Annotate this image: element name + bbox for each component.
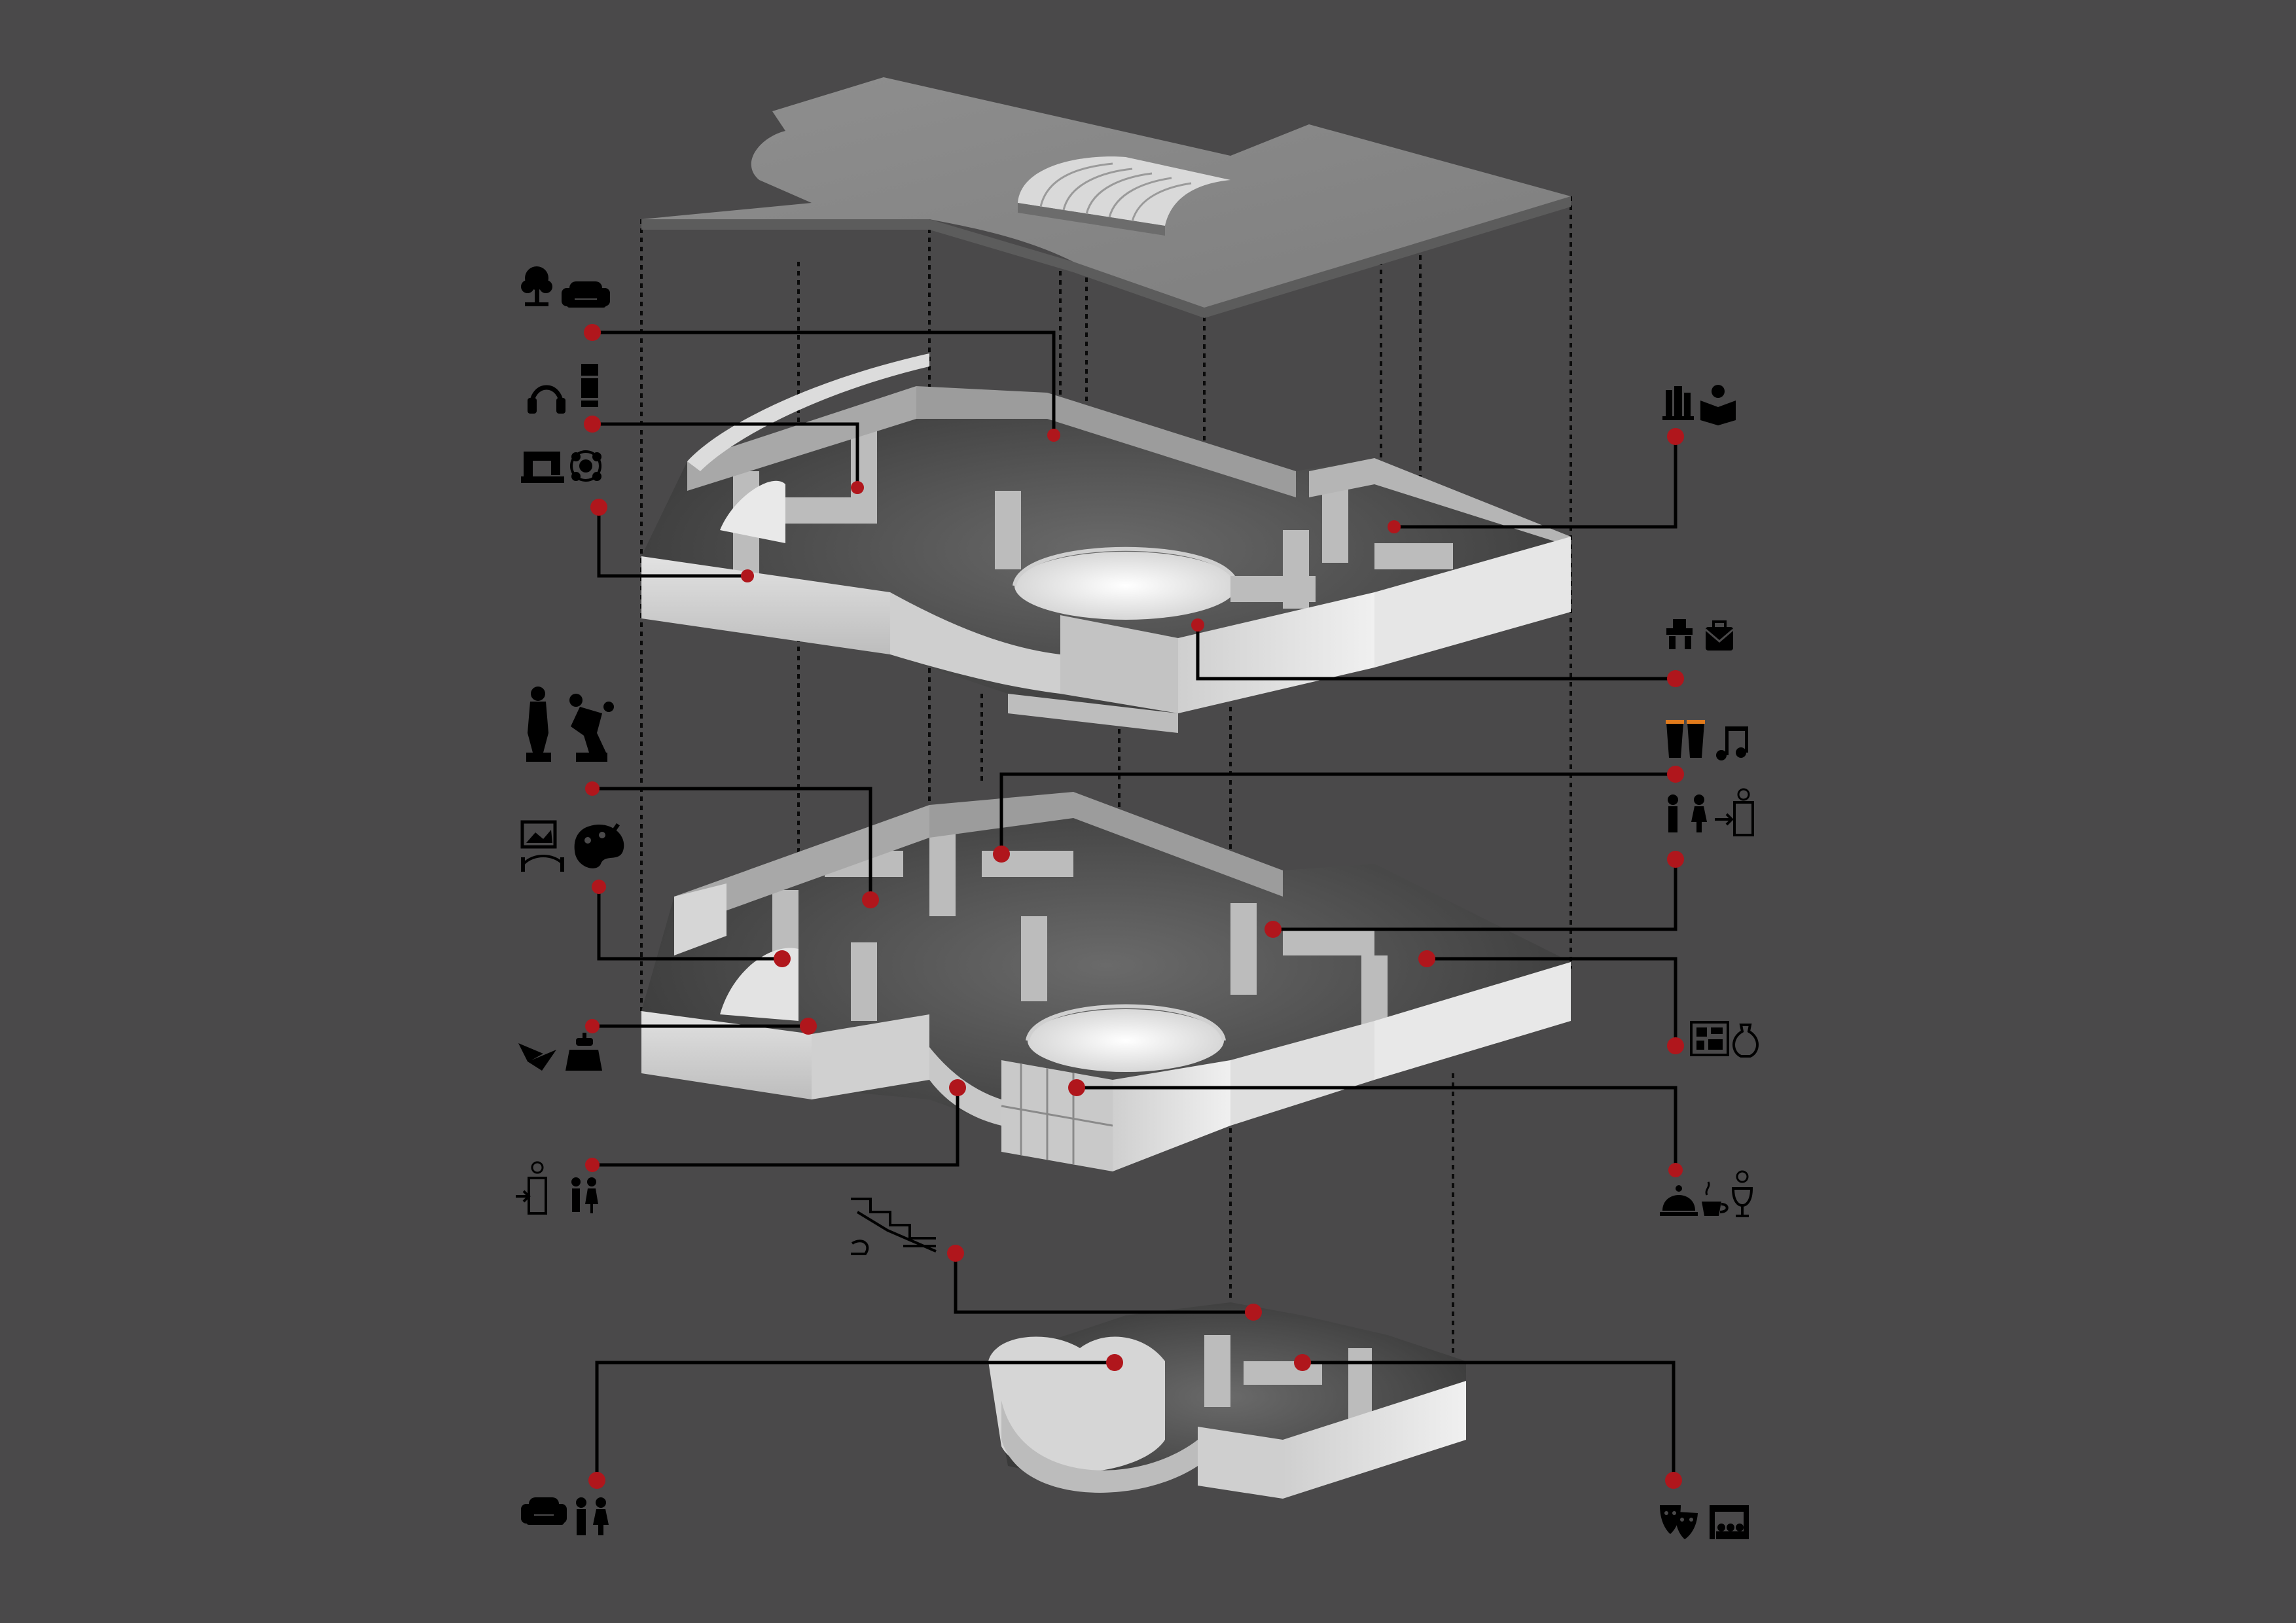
upper-atrium — [1014, 552, 1237, 620]
books-icon — [581, 364, 598, 407]
ground-atrium — [1028, 1009, 1224, 1072]
cafeteria-glazing — [1001, 1060, 1113, 1171]
